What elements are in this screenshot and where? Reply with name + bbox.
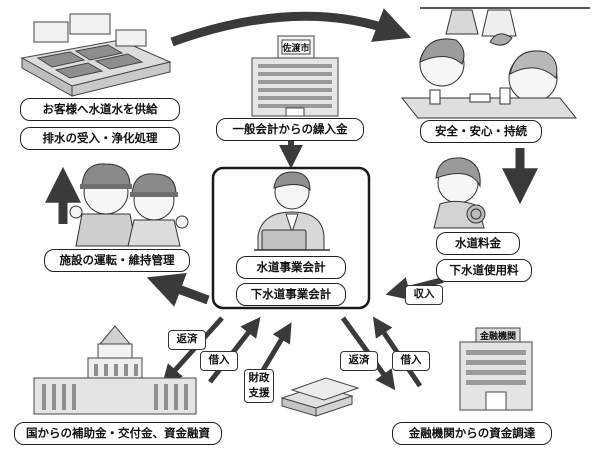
label-bank-funding: 金融機関からの資金調達 xyxy=(392,422,552,445)
consumers-illustration xyxy=(400,7,590,119)
arrow-utility-to-operation xyxy=(146,272,210,307)
label-sewer-fee: 下水道使用料 xyxy=(436,259,532,282)
tag-fiscal-support: 財政 支援 xyxy=(244,369,274,403)
official-illustration xyxy=(254,171,330,251)
tag-borrow-national: 借入 xyxy=(200,351,238,371)
label-water-supply: お客様へ水道水を供給 xyxy=(20,98,180,121)
workers-illustration xyxy=(69,163,189,247)
arrow-plant-to-consumers xyxy=(170,8,412,47)
city-hall-illustration xyxy=(251,35,339,117)
label-safety-security-sustainability: 安全・安心・持続 xyxy=(420,120,542,143)
bank-sign: 金融機関 xyxy=(479,332,516,342)
label-general-account-transfer: 一般会計からの繰入金 xyxy=(216,118,364,141)
woman-with-coin-illustration xyxy=(433,157,486,229)
tag-repay-bank: 返済 xyxy=(340,351,378,371)
label-water-utility-account: 水道事業会計 xyxy=(236,256,346,279)
tag-income: 収入 xyxy=(405,285,443,305)
label-sewer-utility-account: 下水道事業会計 xyxy=(236,283,346,306)
bank-building-illustration xyxy=(459,327,533,411)
label-facility-operation: 施設の運転・維持管理 xyxy=(44,249,190,272)
diet-building-illustration xyxy=(33,325,197,415)
money-stacks-illustration xyxy=(280,377,360,417)
tag-repay-national: 返済 xyxy=(168,330,206,350)
label-water-fee: 水道料金 xyxy=(436,232,520,255)
arrow-utility-to-bank-repay xyxy=(340,316,396,391)
label-sewage-treatment: 排水の受入・浄化処理 xyxy=(20,127,180,150)
tag-borrow-bank: 借入 xyxy=(392,351,430,371)
label-national-subsidies: 国からの補助金・交付金、資金融資 xyxy=(14,422,222,445)
water-treatment-plant-illustration xyxy=(20,13,172,97)
city-hall-sign: 佐渡市 xyxy=(282,44,310,54)
